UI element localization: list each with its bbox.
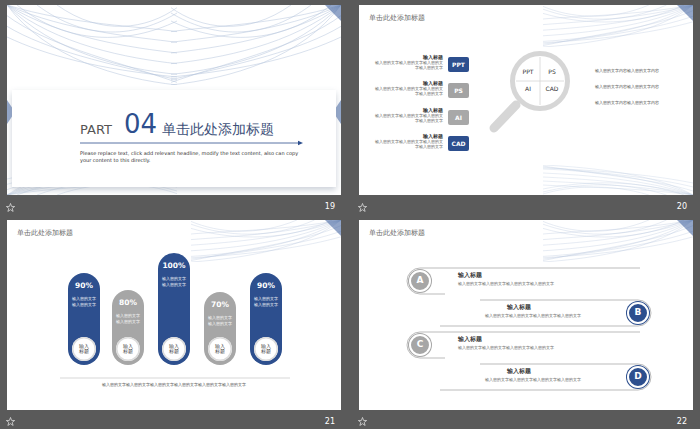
quadrant-label: PPT: [516, 69, 540, 76]
percent-value: 90%: [68, 282, 100, 290]
percent-value: 80%: [112, 299, 144, 307]
tool-box: PPT: [448, 57, 469, 72]
pill-text: 输入您的文字输入您的文字: [161, 276, 187, 287]
letter-circle: A: [409, 270, 431, 292]
badge-title: 输入标题: [260, 344, 272, 355]
tool-name: PS: [448, 88, 469, 95]
row-text: 输入您的文字输入您的文字输入您的文字输入您的文字: [373, 61, 443, 70]
part-number: 04: [124, 110, 164, 139]
slide: 单击此处添加标题2190%输入您的文字输入您的文字输入标题80%输入您的文字输入…: [7, 220, 341, 410]
quadrant-label: CAD: [540, 86, 564, 93]
side-note: 输入您的文字内容输入您的文字内容: [595, 68, 665, 73]
percent-pill: 80% 输入您的文字输入您的文字输入标题: [112, 290, 144, 365]
step-text: 输入您的文字输入您的文字输入您的文字输入您的文字: [458, 346, 628, 350]
slide: 19PART04单击此处添加标题Please replace text, cli…: [7, 5, 341, 195]
step-text: 输入您的文字输入您的文字输入您的文字输入您的文字: [458, 282, 628, 286]
tool-name: PPT: [448, 62, 469, 69]
slide: 单击此处添加标题22ABCD输入标题输入您的文字输入您的文字输入您的文字输入您的…: [359, 220, 693, 410]
letter-circle: B: [627, 302, 649, 324]
pill-badge: 输入标题: [162, 337, 186, 361]
magnifier-lens: PPTPS AICAD: [510, 51, 570, 111]
row-text: 输入您的文字输入您的文字输入您的文字输入您的文字: [373, 140, 443, 149]
step-heading: 输入标题: [458, 336, 558, 342]
pill-badge: 输入标题: [72, 337, 96, 361]
slide-title: 单击此处添加标题: [369, 15, 519, 23]
step-heading: 输入标题: [507, 304, 607, 310]
letter: B: [629, 308, 647, 318]
row-text: 输入您的文字输入您的文字输入您的文字输入您的文字: [373, 87, 443, 96]
step-heading: 输入标题: [507, 368, 607, 374]
step-text: 输入您的文字输入您的文字输入您的文字输入您的文字: [485, 378, 621, 382]
percent-pill: 90% 输入您的文字输入您的文字输入标题: [68, 273, 100, 365]
pill-badge: 输入标题: [208, 337, 232, 361]
row-text: 输入您的文字输入您的文字输入您的文字输入您的文字: [373, 114, 443, 123]
pill-text: 输入您的文字输入您的文字: [207, 315, 233, 326]
slide-title: 单击此处添加标题: [369, 230, 519, 238]
badge-title: 输入标题: [78, 344, 90, 355]
tool-box: PS: [448, 83, 469, 98]
row-heading: 输入标题: [379, 134, 443, 140]
tool-name: AI: [448, 115, 469, 122]
row-heading: 输入标题: [379, 55, 443, 61]
letter-circle: C: [409, 334, 431, 356]
badge-title: 输入标题: [214, 344, 226, 355]
section-title: 单击此处添加标题: [162, 122, 327, 137]
row-heading: 输入标题: [379, 108, 443, 114]
percent-value: 100%: [158, 262, 190, 270]
tool-box: AI: [448, 110, 469, 125]
footer-note: 输入您的文字输入您的文字输入您的文字输入您的文字输入您的文字输入您的文字: [59, 383, 289, 387]
letter: C: [411, 340, 429, 350]
pill-badge: 输入标题: [116, 337, 140, 361]
pill-text: 输入您的文字输入您的文字: [253, 296, 279, 307]
letter: D: [629, 372, 647, 382]
title-card: PART04单击此处添加标题 Please replace text, click…: [12, 90, 336, 187]
quadrant-label: PS: [540, 69, 564, 76]
side-note: 输入您的文字内容输入您的文字内容: [595, 84, 665, 89]
part-label: PART: [80, 123, 124, 137]
section-note: Please replace text, click add relevant …: [80, 150, 308, 165]
percent-value: 70%: [204, 301, 236, 309]
slide-number: 22: [639, 418, 687, 427]
slide-number: 19: [287, 203, 335, 212]
pill-text: 输入您的文字输入您的文字: [115, 313, 141, 324]
percent-value: 90%: [250, 282, 282, 290]
letter: A: [411, 276, 429, 286]
row-heading: 输入标题: [379, 81, 443, 87]
step-heading: 输入标题: [458, 272, 558, 278]
slide-number: 20: [639, 203, 687, 212]
percent-pill: 70% 输入您的文字输入您的文字输入标题: [204, 292, 236, 365]
quadrant-label: AI: [516, 86, 540, 93]
slide: 单击此处添加标题20PPTPSAICADPPTPSAICAD输入标题输入您的文字…: [359, 5, 693, 195]
pill-badge: 输入标题: [254, 337, 278, 361]
badge-title: 输入标题: [168, 344, 180, 355]
badge-title: 输入标题: [122, 344, 134, 355]
percent-pill: 90% 输入您的文字输入您的文字输入标题: [250, 273, 282, 365]
tool-box: CAD: [448, 136, 469, 151]
slide-title: 单击此处添加标题: [17, 230, 167, 238]
percent-pill: 100% 输入您的文字输入您的文字输入标题: [158, 253, 190, 365]
step-text: 输入您的文字输入您的文字输入您的文字输入您的文字: [485, 314, 621, 318]
tool-name: CAD: [448, 141, 469, 148]
side-note: 输入您的文字内容输入您的文字内容: [595, 100, 665, 105]
pill-text: 输入您的文字输入您的文字: [71, 296, 97, 307]
slide-number: 21: [287, 418, 335, 427]
letter-circle: D: [627, 366, 649, 388]
